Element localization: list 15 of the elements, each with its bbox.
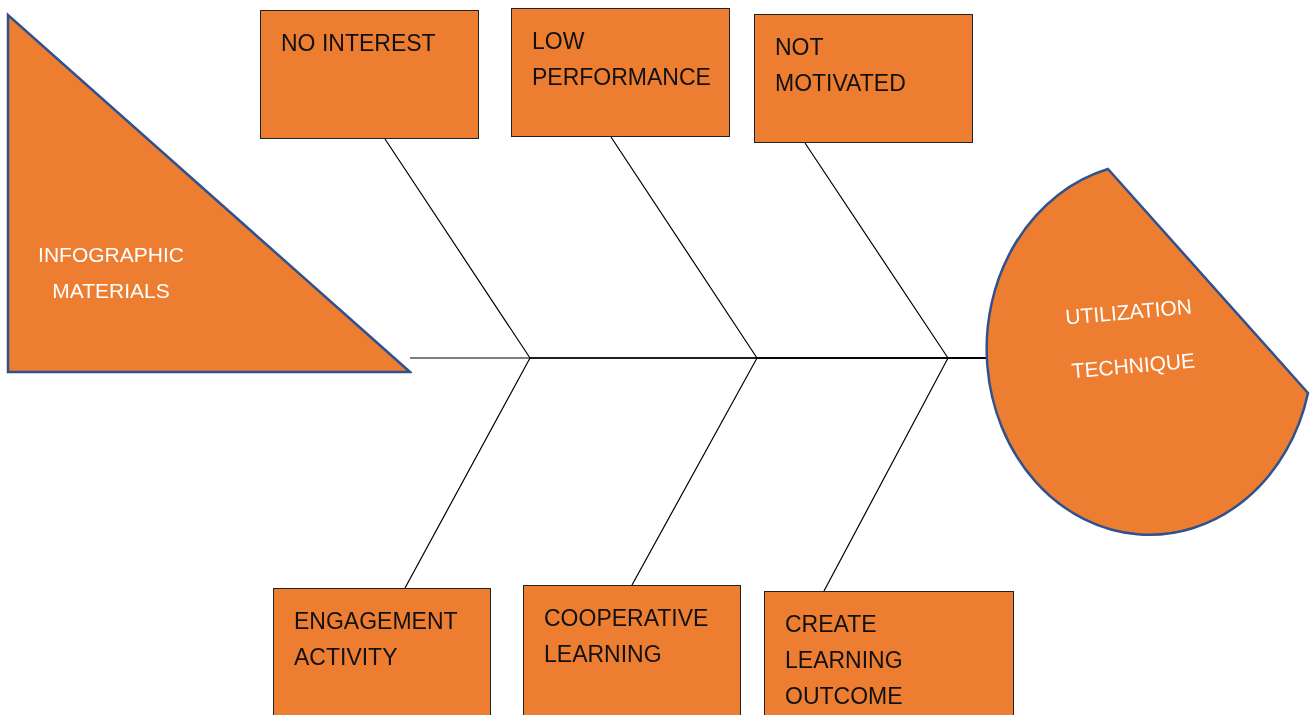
cause-box	[764, 591, 1014, 715]
box-text: LOW PERFORMANCE	[532, 27, 712, 92]
head-text: UTILIZATION TECHNIQUE	[1063, 293, 1197, 385]
cause-box	[260, 10, 479, 139]
cause-box	[273, 588, 491, 715]
box-text: COOPERATIVE LEARNING	[544, 604, 710, 669]
tail-text: INFOGRAPHIC MATERIALS	[37, 242, 185, 304]
box-text: NOT MOTIVATED	[775, 33, 907, 98]
box-text: NO INTEREST	[281, 29, 437, 58]
box-text: CREATE LEARNING OUTCOME	[785, 610, 904, 711]
connector-line	[823, 357, 987, 592]
cause-box	[523, 585, 741, 715]
box-text: ENGAGEMENT ACTIVITY	[294, 607, 459, 672]
cause-box	[511, 8, 730, 137]
cause-box	[754, 14, 973, 143]
